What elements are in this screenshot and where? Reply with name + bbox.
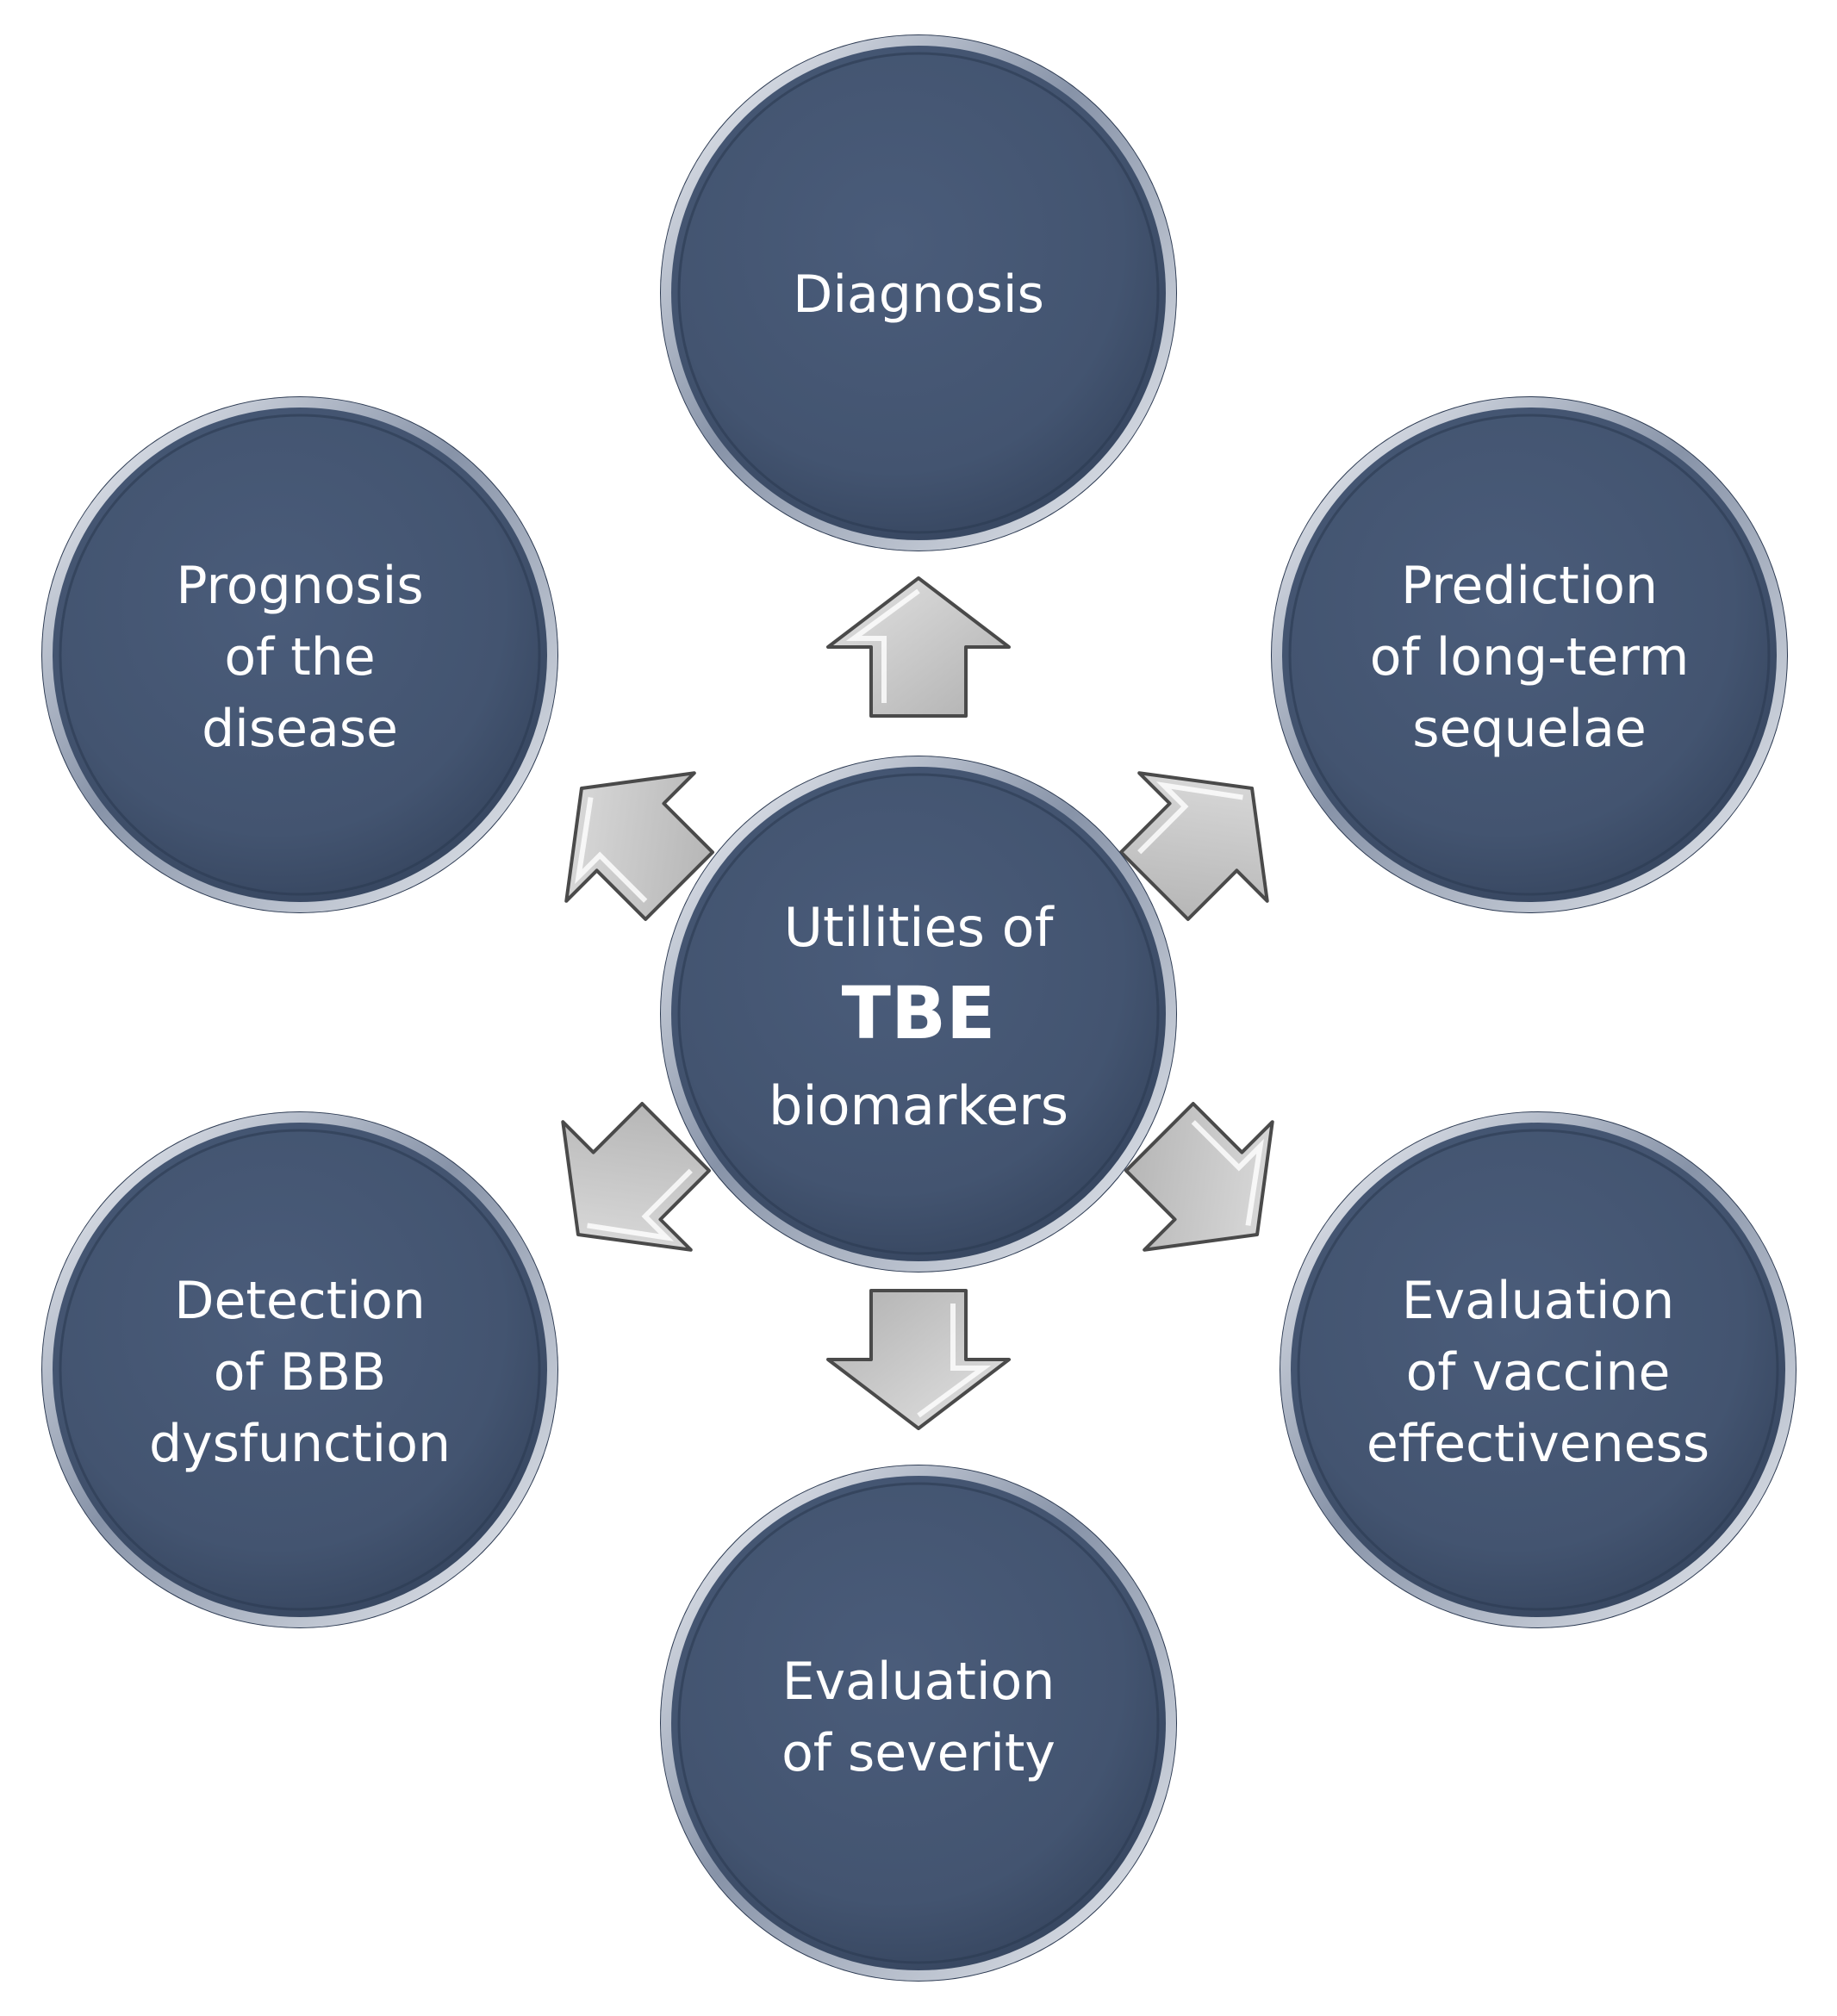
node-severity: Evaluation of severity xyxy=(660,1465,1177,1982)
arrow-up-left-icon xyxy=(564,771,714,921)
node-bbb-line-1: Detection xyxy=(174,1271,425,1331)
center-title-line-3: biomarkers xyxy=(769,1074,1068,1137)
node-diagnosis: Diagnosis xyxy=(660,34,1177,551)
node-prediction-line-1: Prediction xyxy=(1401,556,1658,616)
node-prognosis: Prognosis of the disease xyxy=(41,396,558,913)
node-prognosis-line-3: disease xyxy=(202,699,398,759)
node-prediction-line-3: sequelae xyxy=(1412,699,1647,759)
node-prediction-line-2: of long-term xyxy=(1370,627,1690,688)
center-node: Utilities of TBE biomarkers xyxy=(660,756,1177,1272)
node-vaccine-line-2: of vaccine xyxy=(1406,1342,1671,1403)
arrow-up-icon xyxy=(826,576,1011,718)
node-diagnosis-line-1: Diagnosis xyxy=(793,264,1044,325)
node-bbb-line-2: of BBB xyxy=(214,1342,386,1403)
node-vaccine-line-1: Evaluation xyxy=(1402,1271,1675,1331)
node-vaccine-line-3: effectiveness xyxy=(1367,1414,1709,1474)
arrow-down-icon xyxy=(826,1289,1011,1430)
arrow-down-right-icon xyxy=(1124,1102,1274,1252)
center-title-line-2: TBE xyxy=(842,971,996,1055)
node-prognosis-line-2: of the xyxy=(224,627,375,688)
arrow-down-left-icon xyxy=(561,1102,711,1252)
node-prognosis-line-1: Prognosis xyxy=(176,556,423,616)
node-bbb-line-3: dysfunction xyxy=(149,1414,451,1474)
center-title-line-1: Utilities of xyxy=(784,896,1055,959)
node-severity-line-1: Evaluation xyxy=(782,1652,1055,1712)
node-severity-line-2: of severity xyxy=(782,1723,1055,1783)
node-vaccine-effectiveness: Evaluation of vaccine effectiveness xyxy=(1280,1111,1797,1628)
node-prediction: Prediction of long-term sequelae xyxy=(1271,396,1788,913)
node-bbb-dysfunction: Detection of BBB dysfunction xyxy=(41,1111,558,1628)
arrow-up-right-icon xyxy=(1119,771,1269,921)
